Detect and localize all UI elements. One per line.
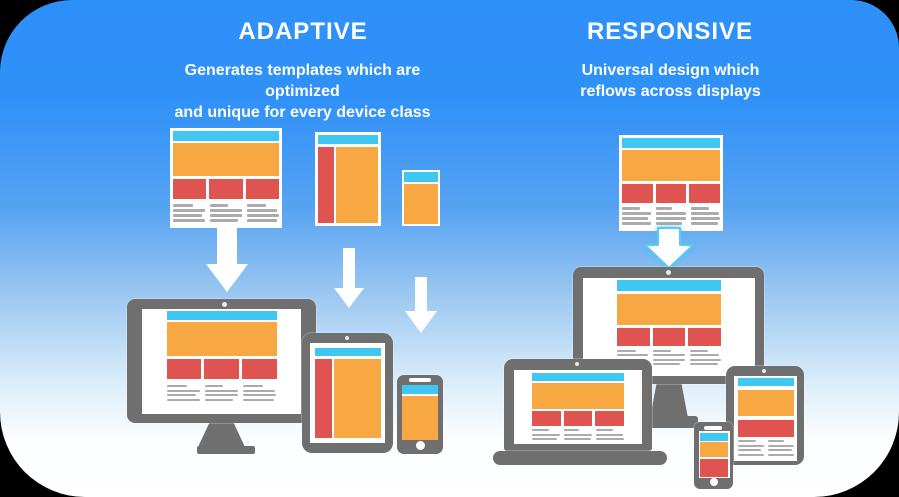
camera-icon <box>762 369 766 373</box>
screen-page-mockup <box>402 385 438 440</box>
adaptive-tablet-template <box>315 132 381 226</box>
responsive-subtitle-line1: Universal design which <box>581 62 760 79</box>
home-button-icon <box>709 477 718 486</box>
screen-page-mockup <box>166 311 277 410</box>
camera-icon <box>575 362 579 366</box>
responsive-tablet <box>726 366 804 465</box>
responsive-subtitle: Universal design which reflows across di… <box>528 60 813 102</box>
adaptive-phone-template <box>402 170 440 226</box>
camera-icon <box>666 269 671 275</box>
responsive-template <box>619 135 723 231</box>
template-header-bar <box>173 131 279 141</box>
screen-page-mockup <box>314 348 381 438</box>
down-arrow-icon <box>334 248 364 308</box>
template-header-bar <box>622 138 720 148</box>
glow-down-arrow-icon <box>644 227 694 269</box>
template-sidebar-block <box>318 147 334 223</box>
template-hero-block <box>622 150 720 181</box>
template-header-bar <box>318 135 378 144</box>
monitor-screen <box>142 309 301 414</box>
adaptive-desktop-template <box>170 128 282 228</box>
monitor-stand <box>198 421 245 447</box>
screen-page-mockup <box>737 378 794 459</box>
adaptive-tablet <box>302 333 393 453</box>
adaptive-subtitle-line1: Generates templates which are optimized <box>184 62 421 100</box>
template-header-bar <box>404 172 438 182</box>
template-hero-block <box>173 143 279 176</box>
adaptive-subtitle-line2: and unique for every device class <box>174 104 431 121</box>
camera-icon <box>222 301 227 307</box>
responsive-desktop-monitor <box>573 267 764 384</box>
template-feature-row <box>173 179 279 199</box>
adaptive-smartphone <box>397 375 443 454</box>
monitor-base <box>197 446 255 454</box>
phone-screen <box>402 385 438 440</box>
laptop-screen <box>514 370 642 444</box>
template-text-columns <box>173 204 279 225</box>
template-feature-row <box>622 184 721 203</box>
laptop-base <box>493 451 667 465</box>
tablet-screen <box>310 343 385 443</box>
adaptive-desktop-monitor <box>127 299 316 423</box>
camera-icon <box>345 336 349 340</box>
speaker-icon <box>704 426 722 430</box>
speaker-icon <box>409 378 431 382</box>
responsive-smartphone <box>694 422 733 489</box>
screen-page-mockup <box>699 431 730 478</box>
responsive-title: RESPONSIVE <box>586 18 754 45</box>
template-main-block <box>404 184 438 224</box>
screen-page-mockup <box>532 373 625 443</box>
home-button-icon <box>415 441 425 450</box>
template-text-columns <box>622 207 720 228</box>
responsive-subtitle-line2: reflows across displays <box>580 83 761 100</box>
monitor-screen <box>583 277 755 376</box>
adaptive-title: ADAPTIVE <box>238 18 368 45</box>
down-arrow-icon <box>405 277 437 333</box>
phone-screen <box>698 431 730 478</box>
down-arrow-icon <box>206 226 248 292</box>
monitor-stand <box>650 382 688 418</box>
responsive-laptop <box>504 359 652 451</box>
adaptive-subtitle: Generates templates which are optimized … <box>150 60 455 123</box>
monitor-base <box>640 416 698 428</box>
tablet-screen <box>734 376 797 461</box>
template-main-block <box>336 147 378 223</box>
